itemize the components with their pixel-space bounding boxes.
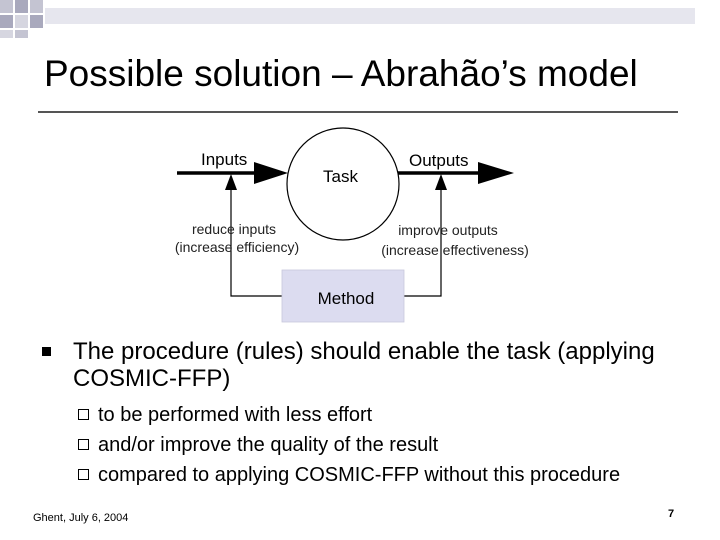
- method-to-outputs-line: [404, 180, 442, 297]
- sub-item: and/or improve the quality of the result: [78, 433, 438, 457]
- bullet-marker: [42, 347, 51, 356]
- task-circle: [286, 127, 400, 241]
- method-to-inputs-arrowhead: [225, 174, 237, 190]
- method-label: Method: [318, 289, 375, 308]
- checkbox-square-icon: [78, 439, 89, 450]
- title-underline: [38, 111, 678, 113]
- method-box: [281, 269, 405, 323]
- sub-item-text: and/or improve the quality of the result: [98, 434, 439, 456]
- footer-date: Ghent, July 6, 2004: [33, 512, 129, 524]
- sub-item: compared to applying COSMIC-FFP without …: [78, 463, 620, 487]
- method-to-outputs-arrowhead: [435, 174, 447, 190]
- corner-decoration: [0, 0, 695, 38]
- reduce-inputs-label: reduce inputs: [192, 221, 276, 237]
- increase-efficiency-label: (increase efficiency): [175, 239, 299, 255]
- increase-effectiveness-label: (increase effectiveness): [381, 242, 529, 258]
- sub-item-text: to be performed with less effort: [98, 404, 373, 426]
- checkbox-square-icon: [78, 469, 89, 480]
- slide-title: Possible solution – Abrahão’s model: [44, 53, 638, 94]
- sub-item: to be performed with less effort: [78, 403, 372, 427]
- page-number: 7: [668, 508, 675, 520]
- improve-outputs-label: improve outputs: [398, 222, 498, 238]
- sub-item-text: compared to applying COSMIC-FFP without …: [98, 464, 621, 486]
- checkbox-square-icon: [78, 409, 89, 420]
- task-label: Task: [323, 167, 358, 186]
- method-to-inputs-line: [230, 180, 282, 297]
- bullet-text: The procedure (rules) should enable the …: [73, 338, 655, 392]
- inputs-arrow-head: [254, 162, 288, 184]
- outputs-label: Outputs: [409, 151, 469, 170]
- outputs-arrow-head: [478, 162, 514, 184]
- inputs-label: Inputs: [201, 150, 247, 169]
